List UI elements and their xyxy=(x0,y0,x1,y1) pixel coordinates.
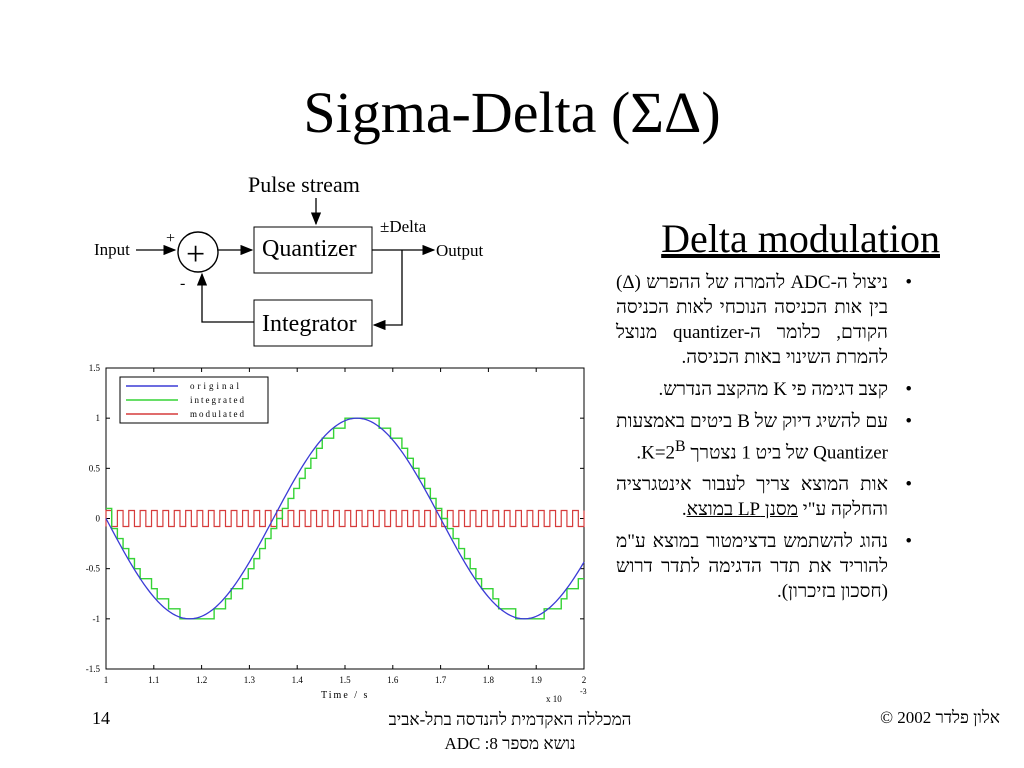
block-diagram: Pulse stream Input + + - Quantizer ±Delt… xyxy=(94,172,484,347)
footer-author: אלון פלדר 2002 © xyxy=(880,708,1000,727)
legend-label-modulated: modulated xyxy=(190,409,246,419)
x-axis-multiplier: x 10 xyxy=(546,694,562,704)
x-tick-label: 1.5 xyxy=(339,675,351,685)
y-tick-label: 1.5 xyxy=(89,363,101,373)
section-heading: Delta modulation xyxy=(661,216,940,261)
pulse-stream-label: Pulse stream xyxy=(248,172,360,197)
x-axis-label: Time / s xyxy=(321,690,369,701)
bullet-item: • עם להשיג דיוק של B ביטים באמצעות Quanti… xyxy=(616,411,912,464)
bullet-item: • ניצול ה-ADC להמרה של ההפרש (Δ) בין אות … xyxy=(616,270,916,370)
x-tick-label: 1.1 xyxy=(148,675,159,685)
x-tick-label: 1 xyxy=(104,675,109,685)
bullet-dot: • xyxy=(905,379,912,400)
footer-college: המכללה האקדמית להנדסה בתל-אביב נושא מספר… xyxy=(360,708,660,756)
output-label: Output xyxy=(436,241,484,260)
bullet-text: אות המוצא צריך לעבור אינטגרציה והחלקה ע"… xyxy=(616,474,888,521)
feedback-line xyxy=(372,250,403,331)
bullet-text: עם להשיג דיוק של B ביטים באמצעות Quantiz… xyxy=(616,411,888,464)
original-series-line xyxy=(105,417,585,620)
x-tick-label: 1.3 xyxy=(244,675,256,685)
quantizer-block xyxy=(253,226,373,274)
x-tick-label: 1.2 xyxy=(196,675,207,685)
x-tick-label: 1.6 xyxy=(387,675,399,685)
b-superscript: B xyxy=(675,438,686,455)
x-tick-label: 1.8 xyxy=(483,675,495,685)
integrator-block xyxy=(253,299,373,347)
legend: original integrated modulated xyxy=(119,376,269,424)
minus-sign: - xyxy=(180,275,185,292)
bullet-item: • אות המוצא צריך לעבור אינטגרציה והחלקה ע… xyxy=(616,474,912,521)
x-tick-label: 1.9 xyxy=(531,675,543,685)
quantizer-label: Quantizer xyxy=(262,236,357,262)
input-label: Input xyxy=(94,240,130,259)
integrator-to-summer-line xyxy=(196,272,254,323)
page-number: 14 xyxy=(92,708,110,728)
plus-sign: + xyxy=(166,230,175,247)
signal-plot: 1.5 1 0.5 0 -0.5 -1 -1.5 1 1.1 1.2 1.3 1.4 1.5 1.6 1.… xyxy=(86,363,587,704)
bullet-text: קצב דגימה פי K מהקצב הנדרש. xyxy=(658,379,888,400)
bullet-dot: • xyxy=(905,531,912,553)
footer-college-line2: נושא מספר 8: ADC xyxy=(444,734,576,753)
legend-label-original: original xyxy=(190,381,242,391)
x-tick-label: 1.7 xyxy=(435,675,447,685)
bullet-dot: • xyxy=(905,474,912,496)
modulated-series-line xyxy=(105,509,585,528)
x-tick-label: 1.4 xyxy=(292,675,304,685)
bullet-item: • נהוג להשתמש בדצימטור במוצא ע"מ להוריד א… xyxy=(616,529,916,604)
bullet-item: • קצב דגימה פי K מהקצב הנדרש. xyxy=(616,377,916,402)
delta-label: ±Delta xyxy=(380,217,427,236)
y-tick-label: 0 xyxy=(96,514,101,524)
y-tick-label: -1.5 xyxy=(86,664,101,674)
series-group xyxy=(105,417,585,620)
bullet-dot: • xyxy=(905,411,912,432)
legend-label-integrated: integrated xyxy=(190,395,246,405)
x-tick-label: 2 xyxy=(582,675,587,685)
summer-symbol: + xyxy=(186,236,205,273)
y-tick-label: -1 xyxy=(93,614,101,624)
integrator-label: Integrator xyxy=(262,311,357,337)
y-tick-label: 0.5 xyxy=(89,463,101,473)
bullet-dot: • xyxy=(905,272,912,293)
slide-title: Sigma-Delta (ΣΔ) xyxy=(303,80,721,145)
y-tick-label: 1 xyxy=(96,413,101,423)
bullet-list: • ניצול ה-ADC להמרה של ההפרש (Δ) בין אות … xyxy=(616,270,916,611)
y-tick-label: -0.5 xyxy=(86,564,101,574)
summing-junction xyxy=(177,231,219,273)
bullet-text: ניצול ה-ADC להמרה של ההפרש (Δ) בין אות ה… xyxy=(616,272,889,368)
x-ticks: 1 1.1 1.2 1.3 1.4 1.5 1.6 1.7 1.8 1.9 2 xyxy=(104,368,587,685)
bullet-text: נהוג להשתמש בדצימטור במוצא ע"מ להוריד את… xyxy=(616,531,888,603)
footer-college-line1: המכללה האקדמית להנדסה בתל-אביב xyxy=(388,710,632,729)
bullet-text-underlined: מסנן LP במוצא xyxy=(686,499,798,521)
x-axis-exponent: -3 xyxy=(580,687,587,696)
